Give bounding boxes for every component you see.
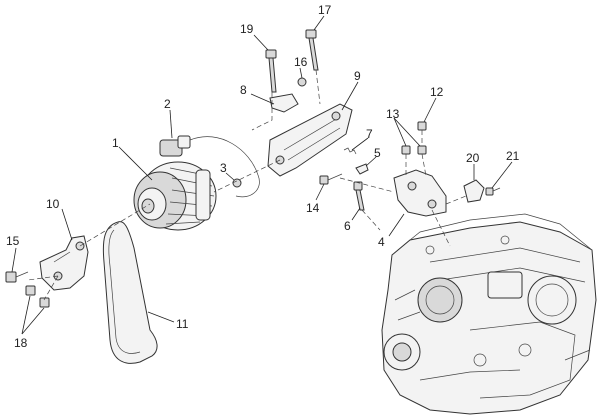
screw-21 [485, 187, 501, 196]
bolt-14 [319, 173, 343, 185]
callout-21: 21 [506, 149, 520, 163]
callout-11: 11 [176, 317, 189, 331]
bracket-20 [463, 179, 485, 203]
callout-20: 20 [466, 151, 480, 165]
callout-1: 1 [112, 136, 119, 150]
callout-5: 5 [374, 146, 381, 160]
callout-7: 7 [366, 127, 373, 141]
bracket-4 [393, 169, 447, 217]
alternator [133, 161, 217, 231]
callout-16: 16 [294, 55, 308, 69]
spring-7 [343, 147, 357, 155]
engine-block [381, 213, 597, 415]
callout-8: 8 [240, 83, 247, 97]
nut-3 [232, 178, 242, 188]
sensor-connector [159, 135, 260, 198]
callout-numbers: 1 2 3 4 5 6 7 8 9 10 11 12 13 14 15 16 1… [6, 3, 520, 350]
callout-13: 13 [386, 107, 400, 121]
bolt-19 [265, 49, 277, 93]
assembly-lines [27, 69, 467, 301]
bolt-12 [417, 121, 427, 131]
callout-15: 15 [6, 234, 20, 248]
bolts-18 [25, 285, 50, 308]
callout-2: 2 [164, 97, 171, 111]
callout-14: 14 [306, 201, 320, 215]
callout-10: 10 [46, 197, 60, 211]
plate-8 [269, 93, 299, 113]
callout-12: 12 [430, 85, 444, 99]
bracket-9 [267, 103, 353, 177]
leader-lines [11, 15, 513, 335]
callout-6: 6 [344, 219, 351, 233]
clip-5 [355, 163, 369, 175]
callout-19: 19 [240, 22, 254, 36]
callout-17: 17 [318, 3, 332, 17]
drive-belt [102, 221, 158, 364]
washer-16 [297, 77, 307, 87]
bolt-15 [5, 271, 29, 283]
bracket-10 [39, 235, 89, 291]
callout-9: 9 [354, 69, 361, 83]
bolts-13 [401, 145, 427, 155]
callout-4: 4 [378, 235, 385, 249]
callout-3: 3 [220, 161, 227, 175]
bolt-17 [305, 29, 319, 71]
callout-18: 18 [14, 336, 28, 350]
bolt-6 [353, 181, 365, 211]
